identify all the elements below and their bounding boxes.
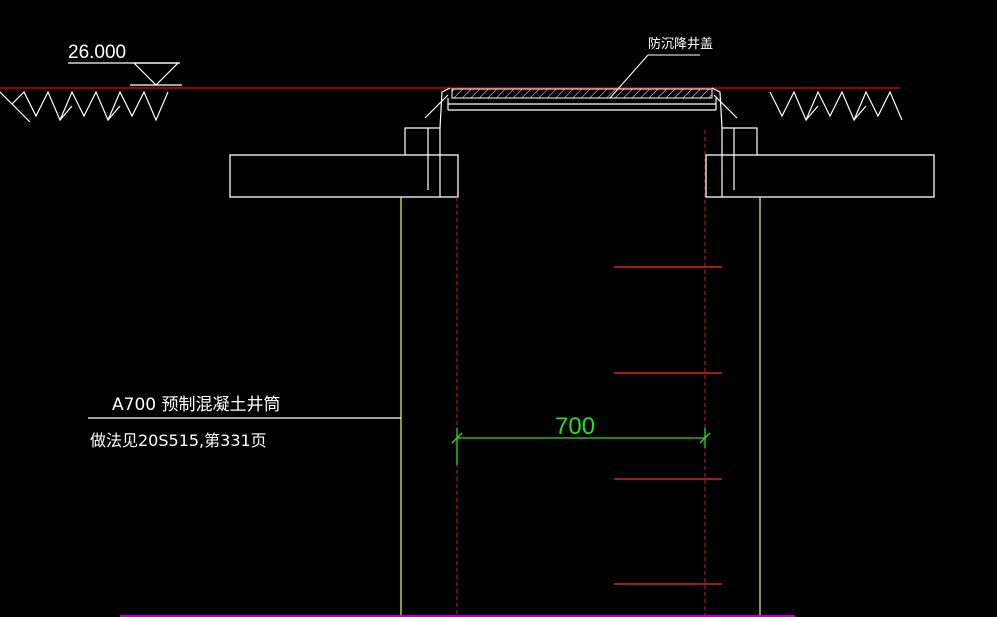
pipe-label-line2: 做法见20S515,第331页	[90, 431, 267, 450]
manhole-cover	[447, 88, 717, 111]
elevation-label: 26.000	[68, 42, 126, 63]
well-collar-left	[404, 87, 451, 197]
cover-slab-left	[229, 154, 459, 198]
soil-hatch-right	[769, 90, 903, 122]
cover-label: 防沉降井盖	[648, 36, 713, 52]
cover-label-leader	[609, 54, 700, 99]
pipe-label-line1: A700 预制混凝土井筒	[112, 395, 280, 415]
soil-hatch-left	[0, 90, 169, 123]
cover-slab-right	[705, 154, 935, 198]
dimension-label: 700	[555, 413, 595, 440]
dimension-line	[451, 428, 711, 465]
well-collar-right	[711, 87, 758, 197]
elevation-marker	[68, 62, 182, 86]
